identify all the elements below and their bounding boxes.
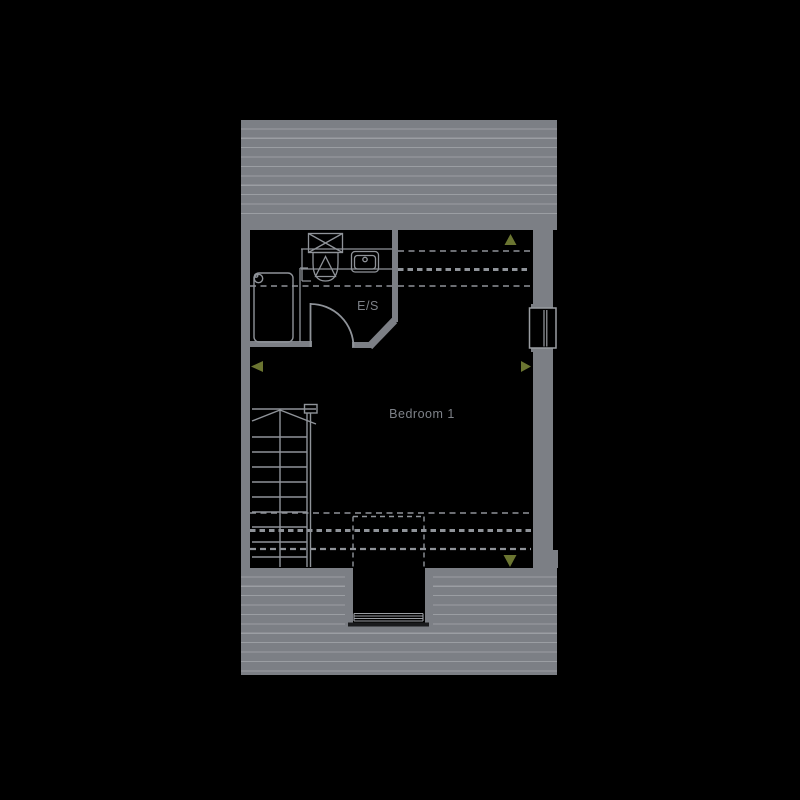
room-label-bedroom-1: Bedroom 1: [389, 407, 455, 421]
dimension-markers: [251, 234, 531, 567]
wall-right-eaves-step: [553, 550, 558, 568]
wall-left: [241, 230, 250, 568]
stair-handrail: [306, 413, 312, 567]
stair-newel-cap: [303, 403, 318, 414]
shower-tray-icon: [253, 272, 294, 343]
wall-ensuite-diagonal: [366, 317, 398, 350]
reduced-headroom-lines: [250, 250, 531, 551]
marker-down-icon: [503, 555, 517, 567]
dormer-cheek-left: [345, 568, 353, 627]
marker-right-icon: [521, 361, 531, 372]
wall-right-lower: [533, 351, 553, 568]
dormer-recess: [353, 568, 425, 623]
basin-icon: [350, 250, 380, 273]
door-swing-icon: [309, 303, 355, 348]
ensuite-counter-lines: [299, 248, 392, 342]
wall-top: [241, 222, 557, 230]
wall-ensuite-bottom: [250, 341, 312, 347]
marker-left-icon: [251, 361, 263, 372]
marker-up-icon: [504, 234, 517, 245]
toilet-icon: [301, 232, 344, 282]
roof-hatch-top: [241, 120, 557, 222]
dormer-cheek-right: [425, 568, 433, 627]
wall-ensuite-divider: [392, 230, 398, 322]
room-label-ensuite: E/S: [357, 299, 379, 313]
staircase: [251, 403, 318, 567]
wall-right-upper: [533, 230, 553, 306]
wall-ensuite-stub: [352, 342, 372, 348]
dormer-dashed-outline: [352, 515, 425, 567]
window-right-icon: [528, 304, 557, 352]
